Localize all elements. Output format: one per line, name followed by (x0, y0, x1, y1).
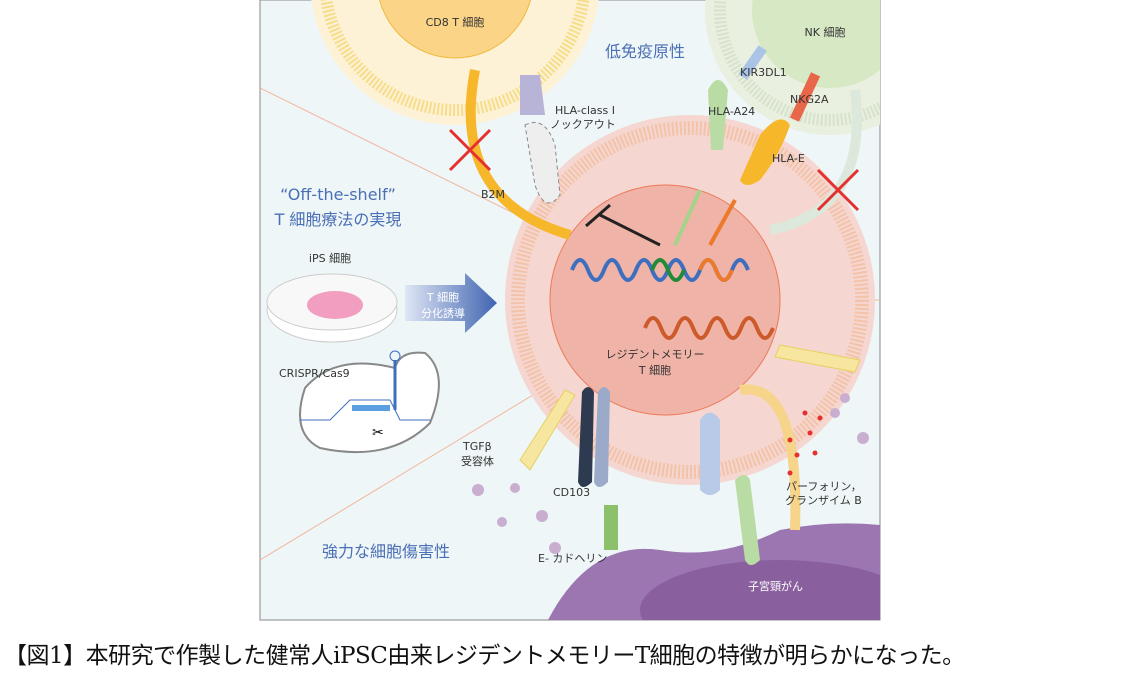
dna-segment-green (650, 258, 686, 282)
cancer-nucleus (640, 560, 880, 620)
e-cadherin (604, 505, 618, 550)
cd103 (578, 387, 594, 487)
tgfb-label: TGFβ (462, 440, 492, 453)
tgfb-receptor-2 (774, 344, 861, 373)
cd103-label: CD103 (553, 486, 590, 499)
perforin-label: パーフォリン， (786, 480, 862, 493)
cytokine-dots (472, 393, 869, 554)
low-immunogenicity-heading: 低免疫原性 (605, 42, 685, 61)
ips-dish (266, 273, 398, 343)
hla-target (735, 475, 760, 565)
e-cadherin-label: E- カドヘリン (538, 552, 607, 565)
crispr-label: CRISPR/Cas9 (279, 367, 350, 380)
cytotoxicity-heading: 強力な細胞傷害性 (322, 542, 450, 561)
cross-icon (448, 128, 492, 172)
granzyme-label: グランザイム B (785, 493, 862, 507)
nk-cell (705, 0, 880, 135)
perforin-arrow (739, 384, 801, 531)
cd8-attack-arrow (465, 69, 572, 240)
inhibition-line (599, 213, 661, 247)
resident-memory-label-2: T 細胞 (638, 364, 671, 377)
cross-icon (816, 168, 860, 212)
resident-memory-label: レジデントメモリー (606, 347, 705, 361)
kir3dl1-receptor (738, 45, 767, 80)
arrow-label-1: T 細胞 (426, 291, 459, 304)
nkg2a-label: NKG2A (790, 93, 829, 106)
arrow-label-2: 分化誘導 (421, 306, 465, 320)
differentiation-arrow (405, 273, 497, 333)
kir3dl1-label: KIR3DL1 (740, 66, 787, 79)
tcr-complex-2 (700, 412, 720, 495)
tgfb-receptor (519, 389, 576, 471)
hla-a24 (708, 80, 728, 150)
scissors-icon: ✂ (372, 425, 384, 441)
nk-cell-label: NK 細胞 (805, 26, 846, 39)
cervical-cancer-label: 子宮頸がん (748, 579, 803, 593)
nkg2a-receptor (789, 72, 821, 122)
crispr-cas9-illustration: ✂ (299, 350, 440, 454)
hla-e (740, 119, 790, 185)
dna-helix-2 (643, 316, 775, 340)
hla-a24-label: HLA-A24 (708, 105, 755, 118)
b2m-label: B2M (481, 188, 505, 201)
off-the-shelf-subheading: T 細胞療法の実現 (274, 210, 402, 229)
perforin-dots (787, 410, 823, 476)
knockout-label: ノックアウト (550, 118, 616, 131)
green-arrow (673, 189, 702, 246)
hla-e-label: HLA-E (772, 152, 805, 165)
dna-segment-orange (698, 258, 734, 282)
figure-caption: 【図1】本研究で作製した健常人iPSC由来レジデントメモリーT細胞の特徴が明らか… (4, 643, 965, 669)
ips-cell-label: iPS 細胞 (309, 252, 351, 265)
hla-class-i-knockout (524, 122, 561, 204)
receptor-label: 受容体 (461, 454, 494, 468)
hla-class-i-label: HLA-class I (555, 104, 615, 117)
cd8-t-cell-label: CD8 T 細胞 (426, 16, 485, 29)
resident-memory-t-cell (505, 115, 875, 485)
off-the-shelf-heading: “Off-the-shelf” (280, 185, 396, 204)
tcr-complex (520, 75, 545, 115)
inhibition-bar (585, 203, 611, 228)
orange-arrow (708, 199, 737, 246)
cd103-partner (594, 387, 610, 487)
